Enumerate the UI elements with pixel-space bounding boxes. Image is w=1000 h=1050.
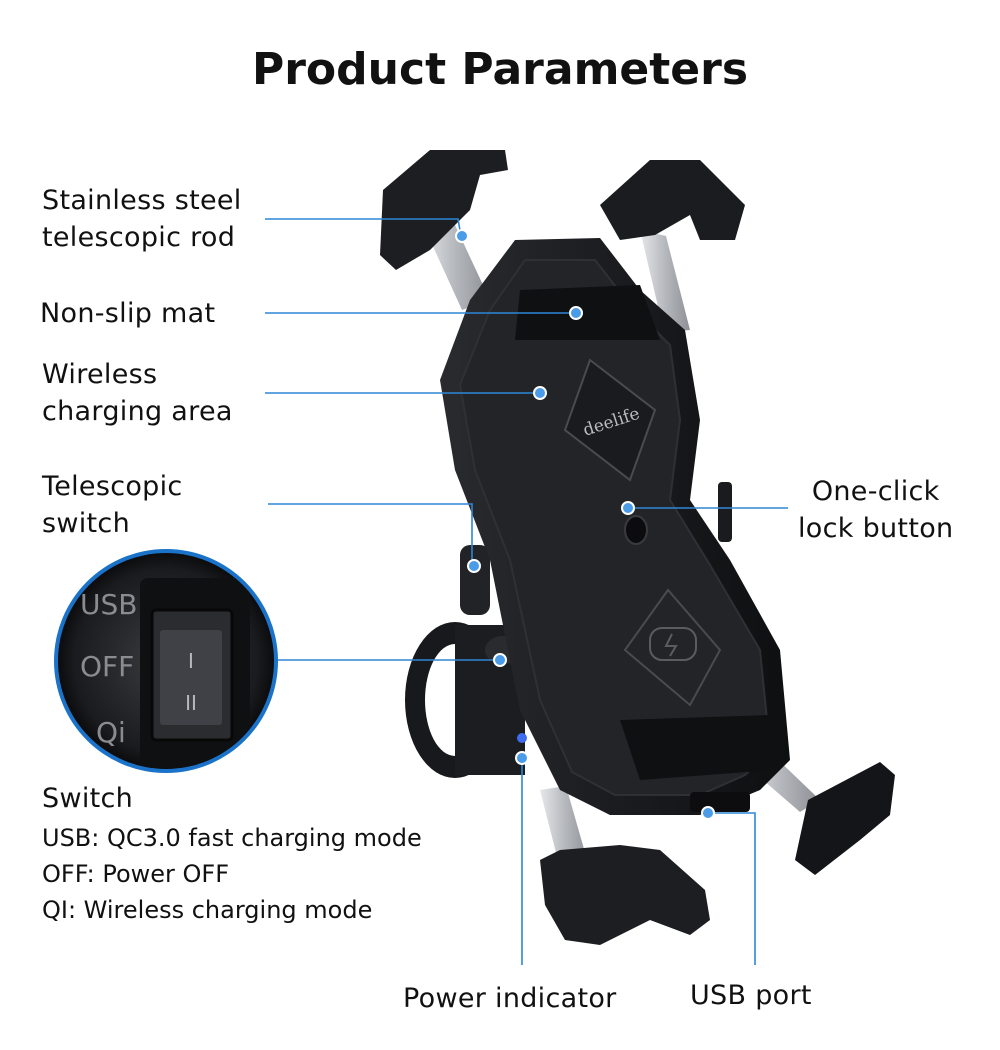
power-led bbox=[517, 733, 527, 743]
label-lock-button: One-click lock button bbox=[798, 473, 953, 547]
brand-logo: deelife bbox=[563, 358, 657, 482]
label-rod-line1: Stainless steel bbox=[42, 185, 242, 216]
svg-text:I: I bbox=[188, 649, 194, 673]
svg-text:USB: USB bbox=[80, 588, 137, 621]
non-slip-mat-bottom bbox=[620, 715, 775, 780]
svg-text:Qi: Qi bbox=[96, 716, 126, 749]
label-telescopic-switch: Telescopic switch bbox=[42, 468, 183, 542]
label-lock-line1: One-click bbox=[811, 476, 940, 507]
label-telescopic-line1: Telescopic bbox=[42, 471, 183, 502]
non-slip-mat-top bbox=[515, 285, 660, 340]
anchor-dots bbox=[455, 229, 715, 820]
leader-lines bbox=[265, 218, 788, 965]
switch-mode-usb: USB: QC3.0 fast charging mode bbox=[42, 824, 422, 852]
label-wireless-line1: Wireless bbox=[42, 359, 158, 390]
label-wireless-charging-area: Wireless charging area bbox=[42, 356, 233, 430]
page-title: Product Parameters bbox=[251, 44, 749, 95]
label-non-slip-mat: Non-slip mat bbox=[40, 298, 216, 329]
usb-port-housing bbox=[690, 792, 750, 812]
svg-text:II: II bbox=[185, 691, 197, 715]
label-switch: Switch bbox=[42, 783, 134, 814]
wireless-charging-icon bbox=[623, 588, 722, 707]
side-release-tab bbox=[718, 482, 732, 542]
switch-mode-qi: QI: Wireless charging mode bbox=[42, 896, 373, 924]
switch-mode-off: OFF: Power OFF bbox=[42, 860, 230, 888]
label-rod-line2: telescopic rod bbox=[42, 222, 236, 253]
switch-closeup: USB OFF Qi I II bbox=[54, 549, 278, 773]
label-usb-port: USB port bbox=[690, 980, 812, 1011]
label-telescopic-line2: switch bbox=[42, 508, 130, 539]
telescopic-knob bbox=[460, 545, 490, 615]
lock-button bbox=[624, 515, 648, 545]
svg-text:OFF: OFF bbox=[80, 650, 134, 683]
handlebar-clamp bbox=[405, 622, 525, 778]
corner-grips bbox=[380, 150, 895, 945]
label-wireless-line2: charging area bbox=[42, 396, 233, 427]
label-power-indicator: Power indicator bbox=[403, 983, 617, 1014]
label-telescopic-rod: Stainless steel telescopic rod bbox=[42, 182, 242, 256]
label-lock-line2: lock button bbox=[798, 513, 954, 544]
